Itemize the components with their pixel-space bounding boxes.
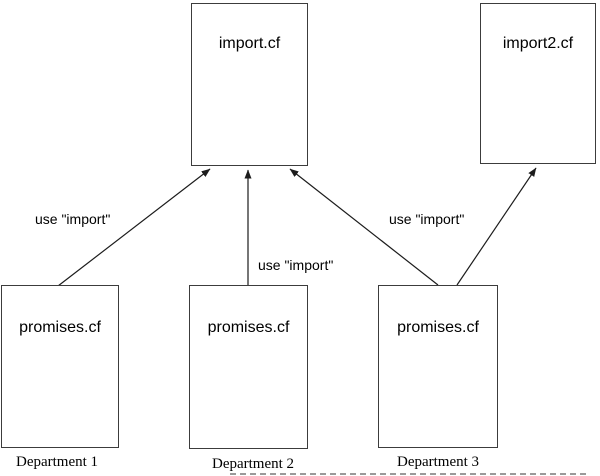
cropped-text-artifact [230,473,588,475]
node-promises2-label: promises.cf [207,319,290,336]
node-promises3-label: promises.cf [397,319,479,336]
edge-label-use-import-middle: use "import" [258,257,334,273]
node-promises-cf-dept2: promises.cf [189,285,308,449]
node-import2-cf-label: import2.cf [502,35,574,52]
caption-department-3: Department 3 [397,454,480,470]
edge-promises3-to-import2 [456,167,537,286]
node-promises1-label: promises.cf [19,319,101,336]
edge-promises1-to-import [57,168,211,287]
node-promises-cf-dept3: promises.cf [378,285,498,448]
node-import-cf: import.cf [191,3,308,166]
caption-department-2: Department 2 [212,456,295,472]
node-import2-cf: import2.cf [480,3,596,164]
caption-department-1: Department 1 [16,454,99,470]
node-promises-cf-dept1: promises.cf [1,285,119,448]
node-import-cf-label: import.cf [218,35,281,52]
edge-label-use-import-left: use "import" [35,211,111,227]
edge-label-use-import-right: use "import" [389,211,465,227]
